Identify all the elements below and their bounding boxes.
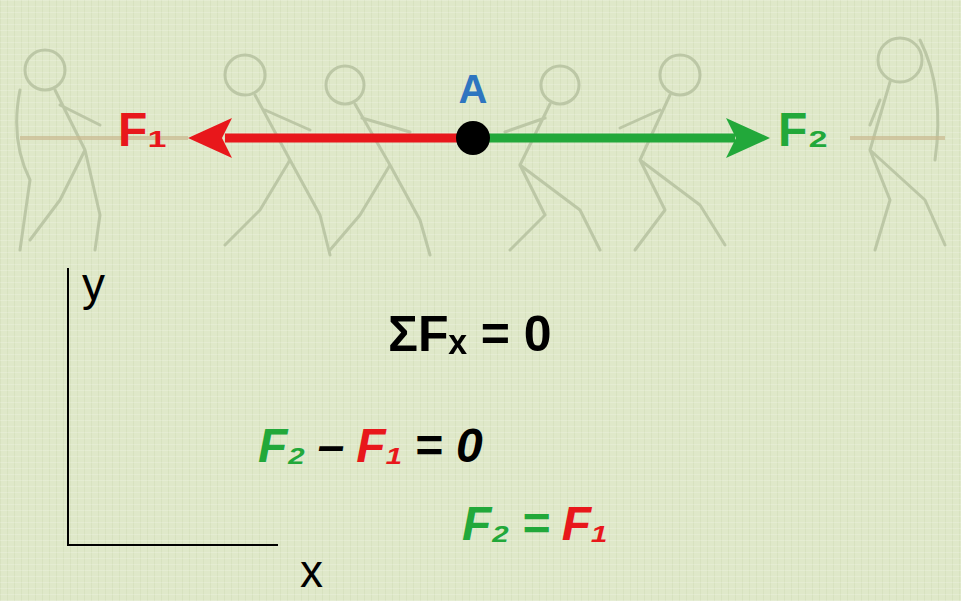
- axis-label: y: [82, 258, 105, 311]
- arrowhead: [726, 118, 770, 158]
- arrowhead: [188, 118, 232, 158]
- equation-term: =: [522, 496, 550, 551]
- children-sketch: [17, 38, 945, 255]
- axis-label: x: [300, 545, 323, 598]
- equation-term: F₂: [258, 418, 306, 473]
- equation-term: F₁: [562, 496, 608, 551]
- equation-row: F₂=F₁: [462, 496, 608, 551]
- force-label: F₁: [118, 102, 167, 157]
- point-node: A: [456, 69, 490, 155]
- force-label: F₂: [778, 102, 829, 157]
- equation-row: F₂–F₁= 0: [258, 418, 483, 473]
- y-axis: [67, 268, 69, 546]
- force-arrow-f2: [486, 134, 735, 143]
- equation-term: –: [318, 418, 345, 473]
- x-axis: [67, 544, 278, 546]
- rope: [850, 136, 945, 140]
- equation: ΣFₓ = 0: [388, 306, 552, 364]
- equation-term: F₂: [462, 496, 510, 551]
- point-label: A: [456, 69, 490, 109]
- equation-term: = 0: [415, 418, 483, 473]
- point-dot: [456, 121, 490, 155]
- equation-term: F₁: [356, 418, 402, 473]
- force-arrow-f1: [225, 134, 460, 143]
